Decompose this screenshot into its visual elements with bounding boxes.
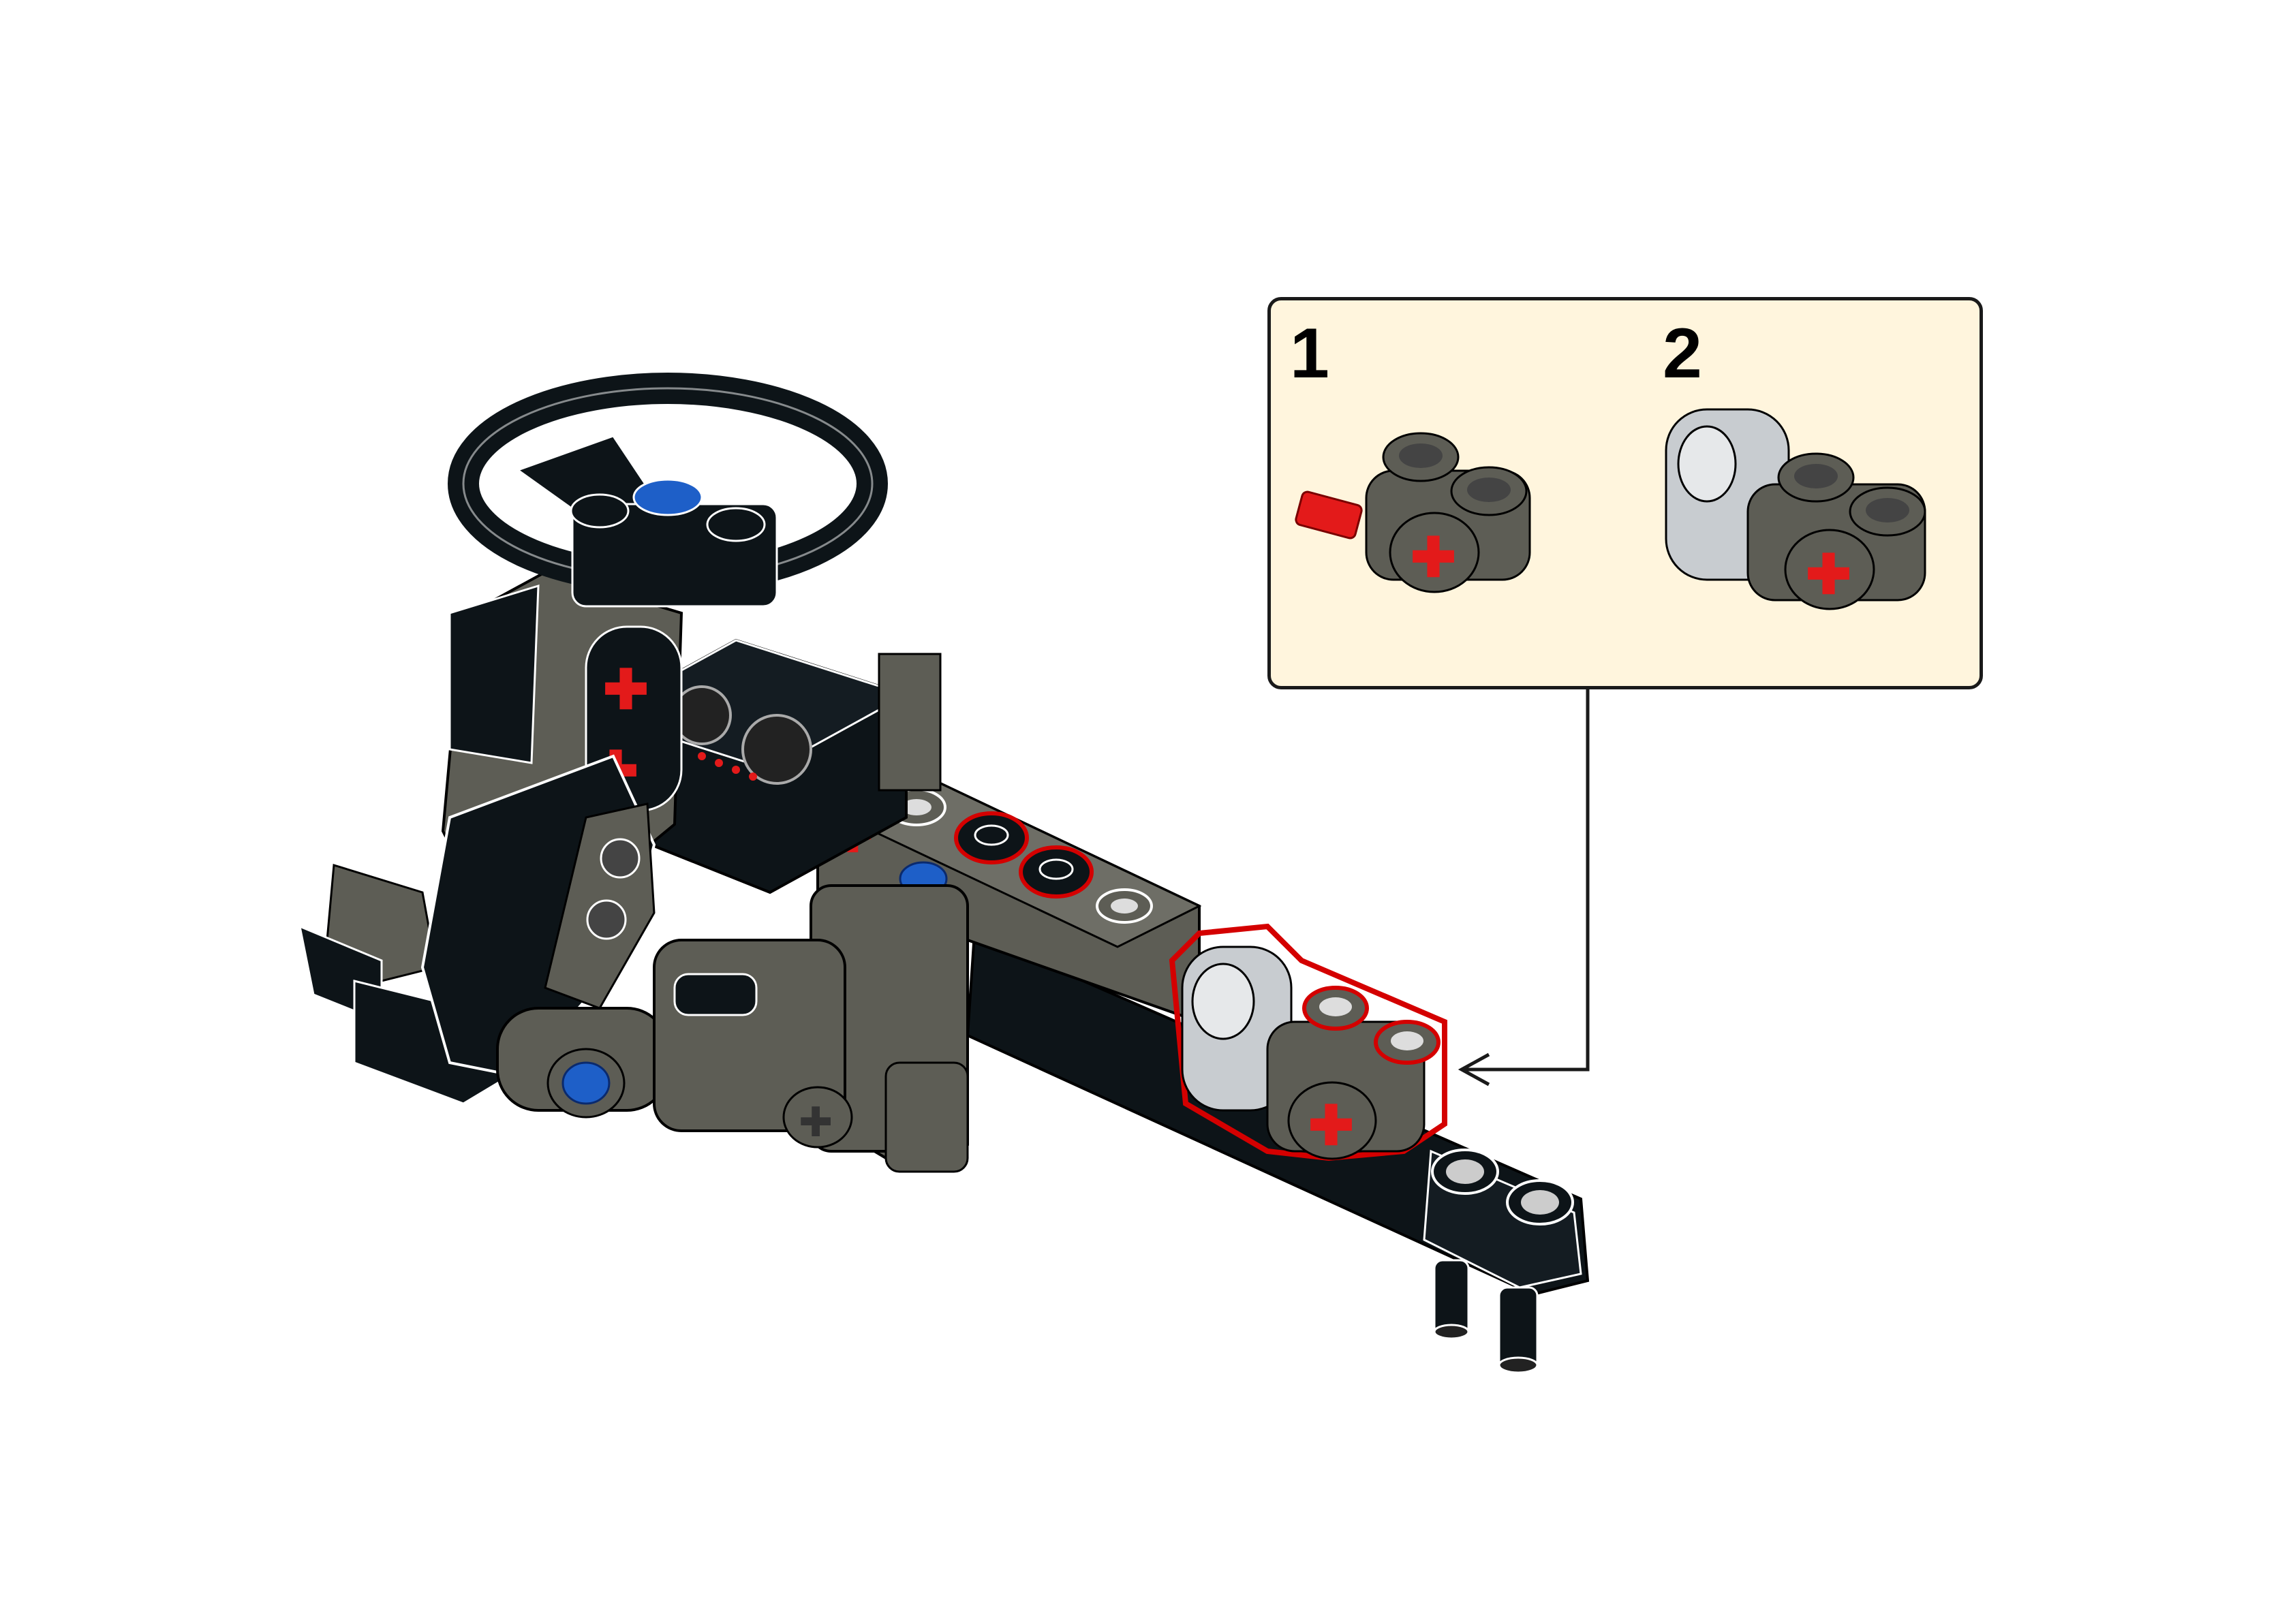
substep-1-illustration: ✚ — [1295, 432, 1531, 593]
highlighted-black-pins — [954, 811, 1094, 899]
sub-assembly-callout: 1 2 ✚ — [1267, 297, 1983, 689]
left-lower-assembly: ✚ — [298, 754, 853, 1149]
perpendicular-pin-connector-icon-2: ✚ — [1746, 452, 1926, 610]
substep-2-illustration: ✚ — [1665, 408, 1926, 610]
callout-pointer-arrow — [1458, 689, 1590, 1087]
axle-connector-icon — [1295, 490, 1363, 540]
svg-text:✚: ✚ — [1806, 544, 1851, 605]
steering-wheel-icon — [448, 373, 888, 608]
perpendicular-pin-connector-icon: ✚ — [1365, 432, 1531, 593]
svg-text:✚: ✚ — [799, 1099, 833, 1145]
substep-number-1: 1 — [1290, 314, 1329, 393]
svg-text:✚: ✚ — [1308, 1095, 1354, 1156]
substep-number-2: 2 — [1663, 314, 1702, 393]
gauge-right — [741, 714, 812, 785]
svg-text:✚: ✚ — [603, 659, 649, 720]
highlighted-connector-assembly: ✚ — [1169, 923, 1447, 1161]
gray-liftarm-frame: ✚ — [808, 781, 1202, 1173]
svg-text:✚: ✚ — [1411, 527, 1456, 588]
